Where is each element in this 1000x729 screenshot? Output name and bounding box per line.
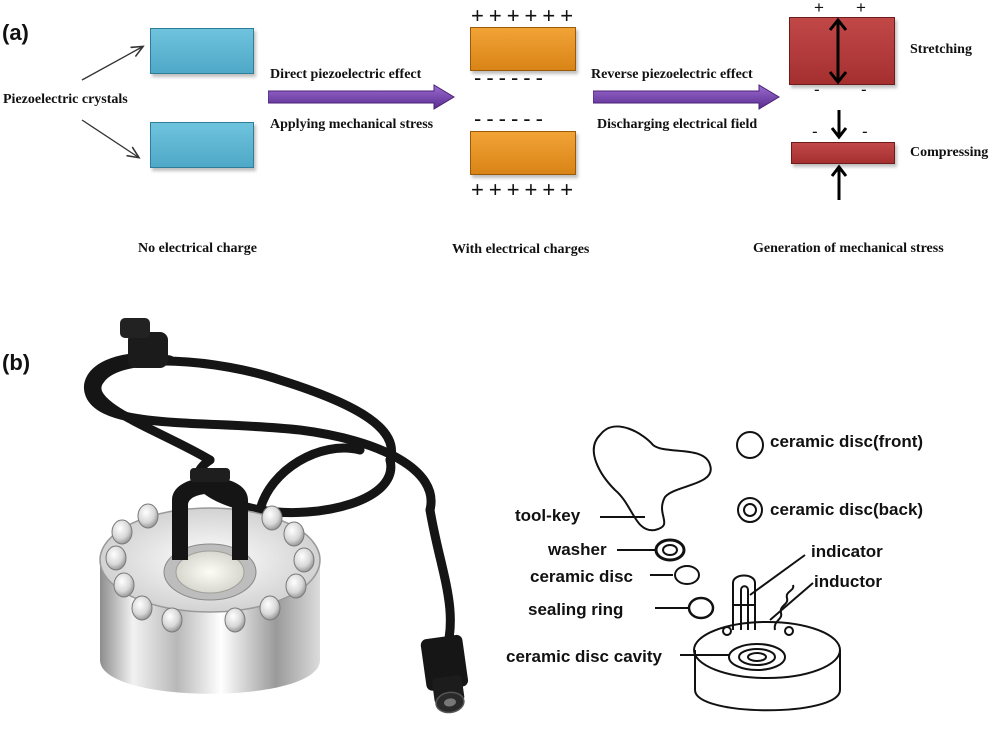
blue-crystal-bottom bbox=[150, 122, 254, 168]
blue-crystal-top bbox=[150, 28, 254, 74]
label-indicator: indicator bbox=[811, 542, 883, 561]
panel-b-label: (b) bbox=[2, 350, 31, 375]
label-ceramic-disc-cavity: ceramic disc cavity bbox=[506, 647, 662, 666]
charges-plus-bottom: ++++++ bbox=[471, 177, 579, 202]
washer-drawing bbox=[654, 538, 686, 562]
charges-plus-top: ++++++ bbox=[471, 3, 579, 28]
ceramic-disc-back-drawing bbox=[737, 497, 763, 523]
label-inductor: inductor bbox=[814, 572, 882, 591]
orange-crystal-bottom bbox=[470, 131, 576, 175]
label-tool-key: tool-key bbox=[515, 506, 581, 525]
arrow-to-bottom-crystal bbox=[81, 119, 138, 157]
stretch-double-arrow bbox=[828, 17, 848, 85]
red-crystal-stretched bbox=[789, 17, 895, 85]
caption-with-charges: With electrical charges bbox=[452, 242, 590, 257]
charges-minus-bottom: ------ bbox=[474, 106, 548, 131]
piezoelectric-crystals-label: Piezoelectric crystals bbox=[3, 92, 128, 107]
reverse-effect-arrow bbox=[593, 84, 780, 110]
reverse-effect-label: Reverse piezoelectric effect bbox=[591, 67, 753, 82]
applying-stress-label: Applying mechanical stress bbox=[270, 117, 434, 132]
mist-maker-photo bbox=[84, 318, 469, 714]
compress-arrow-down bbox=[830, 110, 848, 140]
tool-key-drawing bbox=[592, 425, 712, 532]
label-sealing-ring: sealing ring bbox=[528, 600, 624, 619]
panel-a-label: (a) bbox=[2, 20, 29, 45]
red-crystal-compressed bbox=[791, 142, 895, 164]
arrow-to-top-crystal bbox=[81, 47, 142, 81]
stretch-plus-right: + bbox=[856, 0, 866, 17]
compress-minus-left: - bbox=[812, 122, 818, 141]
direct-effect-arrow bbox=[268, 84, 455, 110]
inductor-drawing bbox=[773, 584, 795, 631]
sealing-ring-drawing bbox=[687, 596, 715, 620]
ceramic-disc-front-drawing bbox=[736, 431, 764, 459]
compress-minus-right: - bbox=[862, 122, 868, 141]
pointer-arrows bbox=[81, 35, 160, 165]
caption-no-charge: No electrical charge bbox=[138, 241, 257, 256]
label-ceramic-disc-back: ceramic disc(back) bbox=[770, 500, 924, 519]
charges-minus-top: ------ bbox=[474, 65, 548, 90]
label-ceramic-disc: ceramic disc bbox=[530, 567, 634, 586]
discharging-field-label: Discharging electrical field bbox=[597, 117, 758, 132]
ceramic-disc-drawing bbox=[674, 565, 700, 585]
label-ceramic-disc-front: ceramic disc(front) bbox=[770, 432, 924, 451]
stretch-plus-left: + bbox=[814, 0, 824, 17]
caption-mechanical-stress: Generation of mechanical stress bbox=[753, 241, 944, 256]
direct-effect-label: Direct piezoelectric effect bbox=[270, 67, 422, 82]
compress-arrow-up bbox=[830, 164, 848, 200]
stretch-minus-left: - bbox=[814, 80, 820, 99]
orange-crystal-top bbox=[470, 27, 576, 71]
stretch-minus-right: - bbox=[861, 80, 867, 99]
stretching-label: Stretching bbox=[910, 42, 972, 57]
compressing-label: Compressing bbox=[910, 145, 989, 160]
label-washer: washer bbox=[548, 540, 607, 559]
exploded-diagram bbox=[592, 425, 841, 712]
base-cylinder-drawing bbox=[694, 650, 841, 712]
